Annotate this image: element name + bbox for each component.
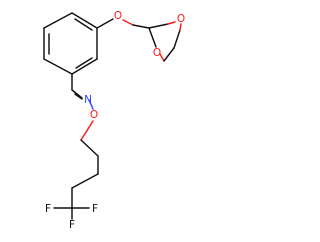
benzene-ring (43, 12, 98, 75)
oxygen-dioxolane-upper-label: O (177, 13, 185, 25)
oxygen-ether-label: O (114, 10, 122, 22)
oxime-side-chain (53, 73, 99, 220)
dioxolanylmethoxy-substituent (96, 18, 182, 62)
fluorine-left-label: F (45, 203, 51, 215)
oxygen-dioxolane-lower-label: O (153, 47, 161, 59)
fluorine-bottom-label: F (69, 219, 75, 231)
fluorine-right-label: F (92, 203, 98, 215)
oxygen-oxime-label: O (90, 109, 98, 121)
molecule-structure-diagram: O O O N O F F F (43, 10, 186, 231)
nitrogen-imine-label: N (84, 94, 92, 106)
